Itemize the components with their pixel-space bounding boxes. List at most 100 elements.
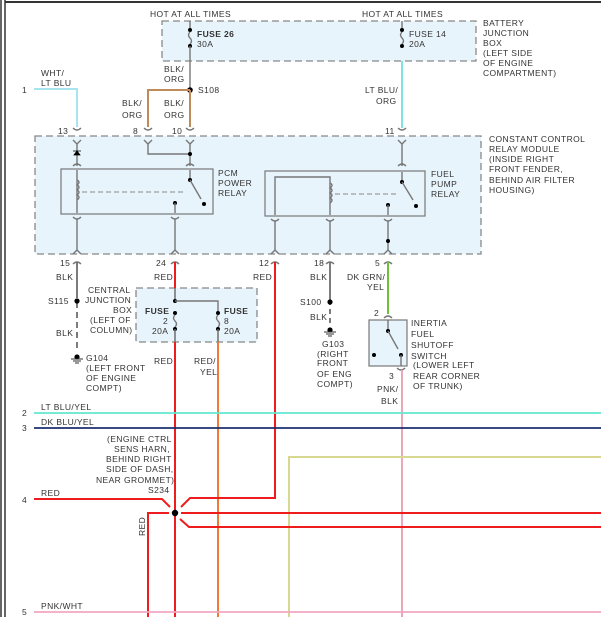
diagram-label: RED — [154, 356, 173, 366]
hot-at-all-times-left: HOT AT ALL TIMES — [150, 9, 231, 19]
fuse-14: FUSE 14 20A — [399, 21, 446, 49]
diagram-label: 20A — [152, 326, 168, 336]
diagram-label: BLK — [381, 396, 398, 406]
diagram-label: ORG — [164, 74, 185, 84]
pcm-power-relay: PCM POWER RELAY — [60, 144, 252, 250]
diagram-label: OF TRUNK) — [413, 381, 463, 391]
diagram-label: PCM — [218, 168, 238, 178]
line-number-2: 2 — [22, 408, 27, 418]
diagram-label: RELAY — [218, 188, 247, 198]
diagram-label: (RIGHT — [317, 349, 349, 359]
diagram-label: (LEFT SIDE — [483, 48, 533, 58]
s234-location-label: (ENGINE CTRL SENS HARN, BEHIND RIGHT SID… — [96, 434, 174, 495]
diagram-label: OF ENGINE — [86, 373, 136, 383]
battery-junction-box — [161, 20, 477, 62]
diagram-label: JUNCTION — [483, 28, 529, 38]
diagram-label: BLK — [310, 312, 327, 322]
line-number-4: 4 — [22, 495, 27, 505]
diagram-label: SIDE OF DASH, — [106, 464, 174, 474]
diagram-label: COMPT) — [86, 383, 122, 393]
fuse-2: FUSE 2 20A — [145, 288, 219, 342]
diagram-label: RELAY — [431, 189, 460, 199]
diagram-label: (ENGINE CTRL — [107, 434, 172, 444]
diagram-label: G103 — [322, 339, 344, 349]
diagram-label: (LEFT FRONT — [86, 363, 146, 373]
diagram-label: YEL — [367, 282, 384, 292]
diagram-label: POWER — [218, 178, 252, 188]
diagram-label: LT BLU/YEL — [41, 402, 91, 412]
central-junction-box-label: CENTRAL JUNCTION BOX (LEFT OF COLUMN) — [85, 285, 132, 335]
diagram-label: FUEL — [431, 169, 454, 179]
diagram-label: BOX — [113, 305, 132, 315]
diagram-label: DK GRN/ — [347, 272, 385, 282]
relay-module-label: CONSTANT CONTROL RELAY MODULE (INSIDE RI… — [489, 134, 585, 195]
diagram-label: RED — [41, 488, 60, 498]
diagram-label: COLUMN) — [90, 325, 132, 335]
diagram-label: 20A — [224, 326, 240, 336]
diagram-label: 13 — [58, 126, 68, 136]
diagram-label: 24 — [156, 258, 166, 268]
diagram-label: BLK/ — [164, 64, 184, 74]
diagram-label: DK BLU/YEL — [41, 417, 94, 427]
diagram-label: LT BLU — [41, 78, 71, 88]
diagram-label: 5 — [375, 258, 380, 268]
wire-blk-org-8 — [147, 89, 190, 127]
diagram-label: LT BLU/ — [365, 85, 398, 95]
diagram-label: BATTERY — [483, 18, 524, 28]
diagram-label: RED — [253, 272, 272, 282]
diagram-label: SENS HARN, — [114, 444, 170, 454]
diagram-label: CENTRAL — [88, 285, 130, 295]
diagram-label: BEHIND AIR FILTER — [489, 175, 575, 185]
diagram-label: ORG — [122, 110, 143, 120]
diagram-label: 2 — [163, 316, 168, 326]
diagram-label: 8 — [224, 316, 229, 326]
diagram-label: FUSE — [145, 306, 169, 316]
diagram-label: BEHIND RIGHT — [106, 454, 172, 464]
diagram-label: FUSE 14 — [409, 29, 446, 39]
diagram-label: S234 — [148, 485, 169, 495]
diagram-label: BLK/ — [164, 98, 184, 108]
diagram-label: FRONT — [317, 358, 348, 368]
diagram-label: FUEL — [411, 329, 434, 339]
diagram-label: RED — [154, 272, 173, 282]
diagram-label: 3 — [389, 371, 394, 381]
diagram-label: RELAY MODULE — [489, 144, 560, 154]
diagram-label: SHUTOFF — [411, 340, 454, 350]
diagram-label: 8 — [133, 126, 138, 136]
ground-g103: G103 (RIGHT FRONT OF ENG COMPT) — [317, 327, 353, 389]
fuse-8: FUSE 8 20A — [215, 306, 248, 342]
wire-wht-lt-blu — [34, 88, 78, 127]
diagram-label: REAR CORNER — [413, 371, 480, 381]
diagram-label: 18 — [314, 258, 324, 268]
diagram-label: FUSE — [224, 306, 248, 316]
wire-tan — [288, 456, 601, 617]
line-number-5: 5 — [22, 607, 27, 617]
diagram-label: (LEFT OF — [90, 315, 131, 325]
diagram-label: RED/ — [194, 356, 216, 366]
diagram-label: 2 — [374, 308, 379, 318]
diagram-label: S100 — [300, 297, 321, 307]
diagram-label: PUMP — [431, 179, 457, 189]
diagram-label: G104 — [86, 353, 108, 363]
diagram-label: FRONT FENDER, — [489, 164, 563, 174]
diagram-label: BLK — [310, 272, 327, 282]
fuse-26: FUSE 26 30A — [187, 21, 234, 90]
diagram-label: BOX — [483, 38, 502, 48]
diagram-label: PNK/WHT — [41, 601, 83, 611]
diagram-label: ORG — [376, 96, 397, 106]
wire-blk-15: BLK S115 BLK — [48, 262, 80, 350]
fuel-pump-relay: FUEL PUMP RELAY — [264, 144, 460, 250]
battery-junction-box-label: BATTERY JUNCTION BOX (LEFT SIDE OF ENGIN… — [483, 18, 556, 78]
diagram-label: COMPT) — [317, 379, 353, 389]
diagram-label: PNK/ — [377, 384, 399, 394]
diagram-label: NEAR GROMMET) — [96, 475, 174, 485]
diagram-label: 20A — [409, 39, 425, 49]
diagram-label: BLK/ — [122, 98, 142, 108]
diagram-label: INERTIA — [411, 318, 447, 328]
diagram-label: ORG — [164, 110, 185, 120]
diagram-label: JUNCTION — [85, 295, 131, 305]
diagram-label: BLK — [56, 272, 73, 282]
ground-g104: G104 (LEFT FRONT OF ENGINE COMPT) — [71, 353, 146, 393]
diagram-label: OF ENGINE — [483, 58, 533, 68]
